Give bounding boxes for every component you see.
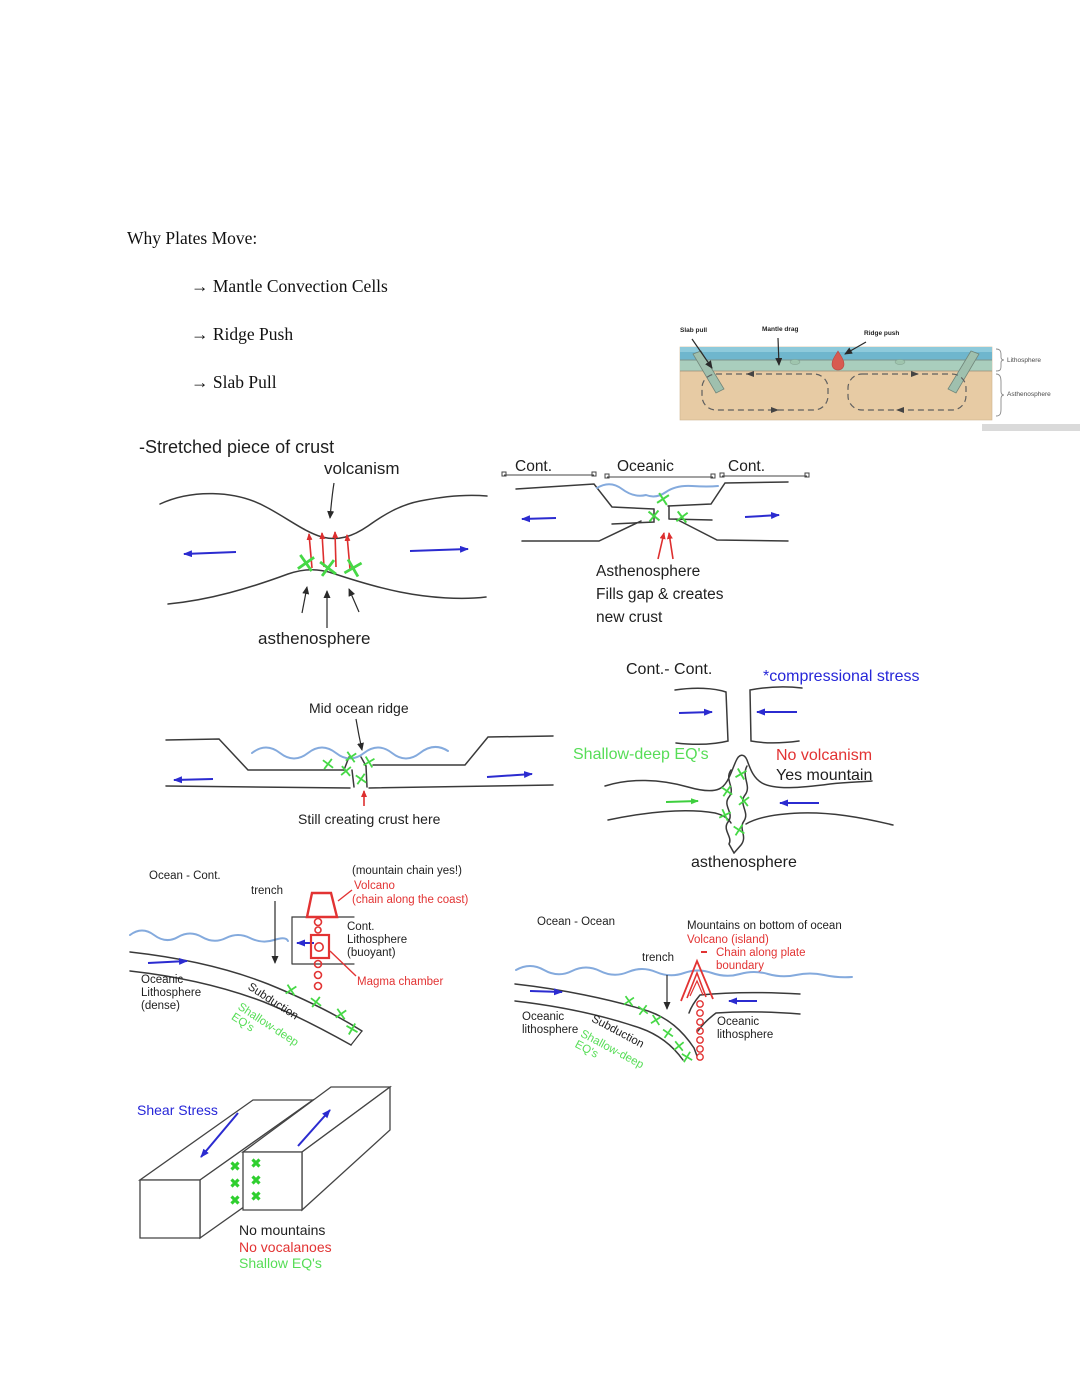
collision-asthenosphere-label: asthenosphere bbox=[691, 854, 797, 871]
rift-caption-line: Fills gap & creates bbox=[596, 586, 724, 603]
ocean-ocean-title: Ocean - Ocean bbox=[537, 916, 615, 928]
convection-figure-art bbox=[679, 337, 1080, 431]
label-line: (dense) bbox=[141, 1000, 180, 1012]
ocean-ocean-art bbox=[514, 951, 853, 1064]
figure-slab-pull-label: Slab pull bbox=[680, 327, 708, 334]
label-line: Oceanic bbox=[717, 1016, 760, 1028]
asthenosphere-label: asthenosphere bbox=[258, 629, 371, 648]
label-line: Oceanic bbox=[141, 974, 184, 986]
no-mountains-label: No mountains bbox=[239, 1222, 326, 1238]
rift-caption: Asthenosphere Fills gap & creates new cr… bbox=[596, 560, 724, 629]
label-line: boundary bbox=[716, 960, 764, 972]
ocean-ocean-trench-label: trench bbox=[642, 952, 674, 964]
figure-ridge-push-label: Ridge push bbox=[864, 330, 900, 337]
ocean-cont-title: Ocean - Cont. bbox=[149, 870, 221, 882]
rift-cont-right-label: Cont. bbox=[728, 458, 766, 475]
chain-boundary-label: Chain along plate boundary bbox=[716, 947, 806, 973]
shallow-eqs-label: Shallow EQ's bbox=[239, 1255, 322, 1271]
oceanic-lithosphere-right-label: Oceanic lithosphere bbox=[717, 1016, 773, 1042]
mountain-chain-label: (mountain chain yes!) bbox=[352, 865, 462, 877]
bullet-ridge-push: → Ridge Push bbox=[191, 324, 294, 344]
figure-lithosphere-label: Lithosphere bbox=[1007, 357, 1041, 364]
mid-ocean-ridge-art bbox=[165, 718, 554, 806]
mountains-bottom-label: Mountains on bottom of ocean bbox=[687, 920, 842, 932]
ridge-caption: Still creating crust here bbox=[298, 811, 441, 827]
figure-mantle-drag-label: Mantle drag bbox=[762, 326, 799, 333]
label-line: lithosphere bbox=[717, 1029, 774, 1041]
collision-eqs-label: Shallow-deep EQ's bbox=[573, 746, 709, 763]
label-line: lithosphere bbox=[522, 1024, 579, 1036]
collision-title: Cont.- Cont. bbox=[626, 661, 713, 678]
rift-caption-line: Asthenosphere bbox=[596, 563, 701, 580]
compressional-stress-label: *compressional stress bbox=[763, 668, 920, 685]
yes-mountain-label: Yes mountain bbox=[776, 767, 873, 784]
chain-coast-label: (chain along the coast) bbox=[352, 894, 469, 906]
stretched-title: -Stretched piece of crust bbox=[139, 437, 335, 457]
label-line: Lithosphere bbox=[141, 987, 202, 999]
bullet-slab-pull: → Slab Pull bbox=[191, 372, 277, 392]
rift-oceanic-label: Oceanic bbox=[617, 458, 674, 475]
volcano-label: Volcano bbox=[354, 880, 395, 892]
label-line: Oceanic bbox=[522, 1011, 565, 1023]
ridge-title: Mid ocean ridge bbox=[309, 700, 409, 716]
ocean-cont-art bbox=[129, 889, 363, 1046]
ocean-cont-trench-label: trench bbox=[251, 885, 283, 897]
rift-cont-left-label: Cont. bbox=[515, 458, 553, 475]
oceanic-lithosphere-dense-label: Oceanic Lithosphere (dense) bbox=[141, 974, 201, 1013]
volcanism-label: volcanism bbox=[324, 459, 400, 478]
label-line: Cont. bbox=[347, 921, 375, 933]
page-title: Why Plates Move: bbox=[127, 228, 258, 248]
label-line: Lithosphere bbox=[347, 934, 408, 946]
magma-chamber-label: Magma chamber bbox=[357, 976, 444, 988]
shear-stress-title: Shear Stress bbox=[137, 1102, 218, 1118]
figure-asthenosphere-label: Asthenosphere bbox=[1007, 391, 1051, 398]
bullet-mantle-convection: → Mantle Convection Cells bbox=[191, 276, 388, 296]
rift-art bbox=[501, 471, 810, 560]
shear-art bbox=[137, 1085, 392, 1240]
no-volcanism-label: No volcanism bbox=[776, 747, 873, 764]
no-volcanoes-label: No vocalanoes bbox=[239, 1239, 332, 1255]
cont-lithosphere-label: Cont. Lithosphere (buoyant) bbox=[347, 921, 407, 960]
label-line: Chain along plate bbox=[716, 947, 806, 959]
rift-caption-line: new crust bbox=[596, 609, 663, 626]
collision-art bbox=[604, 686, 894, 854]
label-line: (buoyant) bbox=[347, 947, 396, 959]
stretched-crust-art bbox=[159, 482, 488, 628]
volcano-island-label: Volcano (island) bbox=[687, 934, 769, 946]
oceanic-lithosphere-left-label: Oceanic lithosphere bbox=[522, 1011, 578, 1037]
